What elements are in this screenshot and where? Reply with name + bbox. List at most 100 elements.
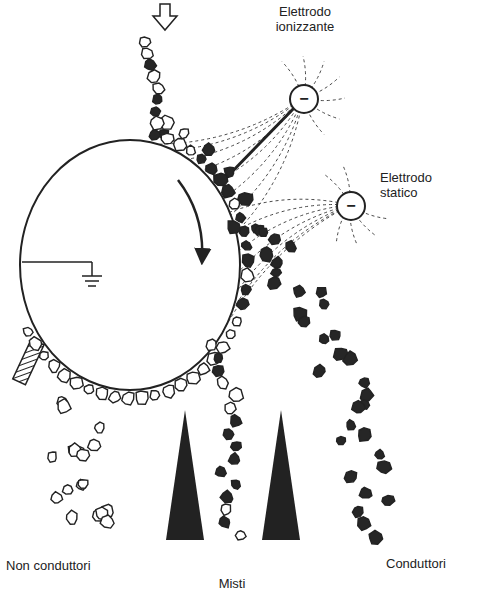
conductive-particle (242, 254, 254, 267)
conductive-particle (228, 453, 239, 464)
conductive-particle (231, 442, 242, 450)
nonconductive-particle (77, 449, 90, 461)
conductive-particle (222, 185, 235, 198)
conductive-particle (313, 364, 325, 377)
field-line (236, 98, 303, 233)
nonconductive-particle (51, 492, 63, 503)
conductive-particle (224, 167, 233, 177)
conductive-particle (236, 213, 246, 223)
nonconductive-particle (198, 363, 210, 375)
conductive-particle (286, 241, 296, 252)
conductive-particle (259, 228, 267, 236)
field-line (213, 98, 303, 183)
conductive-particle (358, 517, 371, 531)
output-label: Non conduttori (6, 558, 91, 573)
conductive-particle (359, 428, 371, 441)
conductive-particle (260, 247, 273, 262)
field-line (202, 98, 303, 170)
conductive-particle (316, 288, 326, 298)
conductive-particle (352, 401, 366, 413)
conductive-particle (337, 436, 346, 444)
electrode-label: Elettrodo ionizzante (255, 4, 355, 34)
conductive-particle (197, 154, 206, 163)
conductive-particle (214, 173, 228, 185)
nonconductive-particle (150, 116, 164, 130)
conductive-particle (271, 256, 282, 267)
output-label: Misti (219, 576, 246, 591)
nonconductive-particle (29, 337, 41, 351)
conductive-particle (360, 388, 373, 402)
nonconductive-particle (229, 388, 243, 402)
nonconductive-particle (174, 139, 187, 151)
conductive-particle (359, 378, 369, 388)
conductive-particle (369, 530, 382, 544)
nonconductive-particle (206, 339, 216, 350)
nonconductive-particle (150, 391, 160, 400)
nonconductive-particle (235, 531, 246, 540)
nonconductive-particle (66, 510, 76, 524)
polarity-sign: − (299, 91, 308, 107)
conductive-particle (377, 461, 392, 474)
conductive-particle (268, 277, 281, 290)
conductive-particle (220, 490, 233, 502)
nonconductive-particle (58, 399, 71, 414)
nonconductive-particle (57, 369, 70, 383)
nonconductive-particle (216, 342, 230, 353)
nonconductive-particle (241, 268, 254, 282)
conductive-particle (145, 59, 157, 71)
electrode-rod (226, 106, 296, 178)
conductive-particle (320, 334, 329, 344)
conductive-particle (206, 163, 217, 175)
splitter (262, 410, 300, 540)
conductive-particle (330, 330, 340, 340)
nonconductive-particle (48, 452, 56, 462)
conductive-particle (238, 193, 253, 205)
conductive-particle (150, 107, 160, 116)
electrode-label: Elettrodo statico (380, 170, 460, 200)
nonconductive-particle (100, 515, 114, 528)
nonconductive-particle (23, 327, 33, 336)
field-line (225, 205, 350, 328)
conductive-particle (212, 366, 223, 377)
nonconductive-particle (221, 504, 230, 515)
rotor-drum (20, 140, 240, 390)
electrode-circle: − (289, 84, 319, 114)
output-label: Conduttori (386, 556, 446, 571)
field-line (189, 98, 303, 159)
nonconductive-particle (96, 387, 107, 399)
conductive-particle (228, 221, 240, 233)
nonconductive-particle (161, 133, 174, 143)
nonconductive-particle (139, 37, 150, 47)
conductive-particle (268, 234, 280, 245)
conductive-particle (231, 415, 242, 427)
conductive-particle (375, 449, 385, 458)
conductive-particle (214, 353, 222, 362)
nonconductive-particle (179, 129, 189, 139)
conductive-particle (347, 420, 355, 430)
conductive-particle (223, 429, 234, 440)
conductive-particle (343, 351, 358, 365)
conductive-particle (231, 480, 240, 489)
conductive-particle (202, 143, 214, 155)
conductive-particle (344, 471, 356, 483)
electrode-circle: − (336, 191, 366, 221)
conductive-particle (271, 268, 282, 277)
nonconductive-particle (225, 402, 236, 414)
nonconductive-particle (147, 70, 160, 83)
nonconductive-particle (49, 360, 60, 373)
nonconductive-particle (163, 385, 175, 398)
conductive-particle (215, 466, 226, 476)
conductive-particle (241, 284, 251, 294)
nonconductive-particle (108, 391, 120, 403)
nonconductive-particle (88, 439, 101, 450)
nonconductive-particle (62, 485, 72, 494)
conductive-particle (298, 316, 309, 327)
nonconductive-particle (122, 392, 134, 405)
field-line (238, 205, 350, 290)
polarity-sign: − (346, 198, 355, 214)
rotation-arrow (178, 180, 202, 262)
conductive-particle (149, 129, 160, 140)
